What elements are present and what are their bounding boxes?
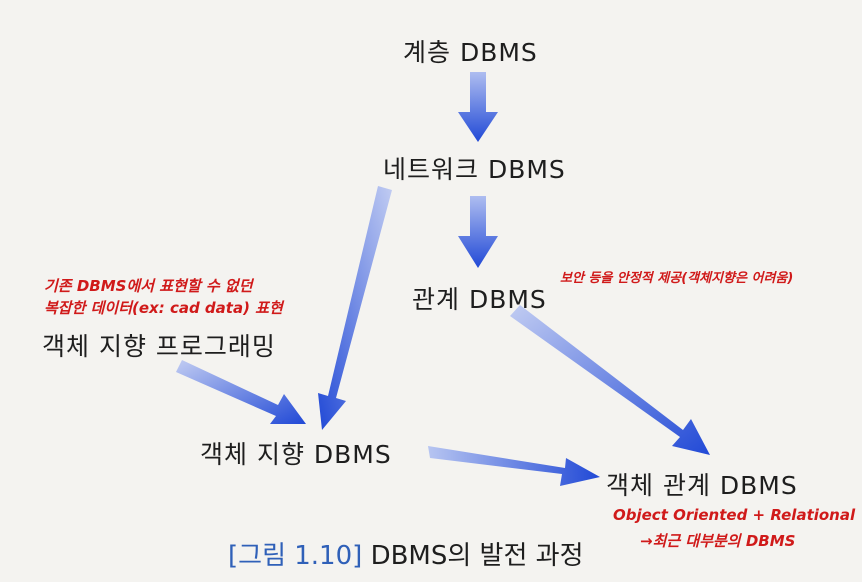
arrow-network-to-relational [458,196,498,268]
annotation-ordbms-line2: →최근 대부분의 DBMS [640,532,796,550]
node-relational-dbms: 관계 DBMS [412,285,547,314]
annotation-relational: 보안 등을 안정적 제공(객체지향은 어려움) [560,271,794,286]
node-network-dbms: 네트워크 DBMS [383,155,566,184]
node-object-oriented-programming: 객체 지향 프로그래밍 [42,332,276,361]
node-hierarchical-dbms: 계층 DBMS [403,38,538,67]
arrow-oodbms-to-ordbms [428,446,600,486]
node-object-relational-dbms: 객체 관계 DBMS [606,471,798,500]
node-object-oriented-dbms: 객체 지향 DBMS [200,440,392,469]
figure-label: [그림 1.10] [228,541,363,571]
annotation-oop-line1: 기존 DBMS에서 표현할 수 없던 [44,277,253,295]
figure-title: DBMS의 발전 과정 [370,541,584,571]
annotation-oop-line2: 복잡한 데이터(ex: cad data) 표현 [44,299,283,317]
arrow-relational-to-ordbms [510,305,710,455]
arrow-hier-to-network [458,72,498,142]
arrow-network-to-oodbms [318,186,392,430]
figure-caption: [그림 1.10] DBMS의 발전 과정 [228,535,584,572]
arrow-oop-to-oodbms [176,360,306,424]
annotation-ordbms-line1: Object Oriented + Relational [613,506,856,524]
